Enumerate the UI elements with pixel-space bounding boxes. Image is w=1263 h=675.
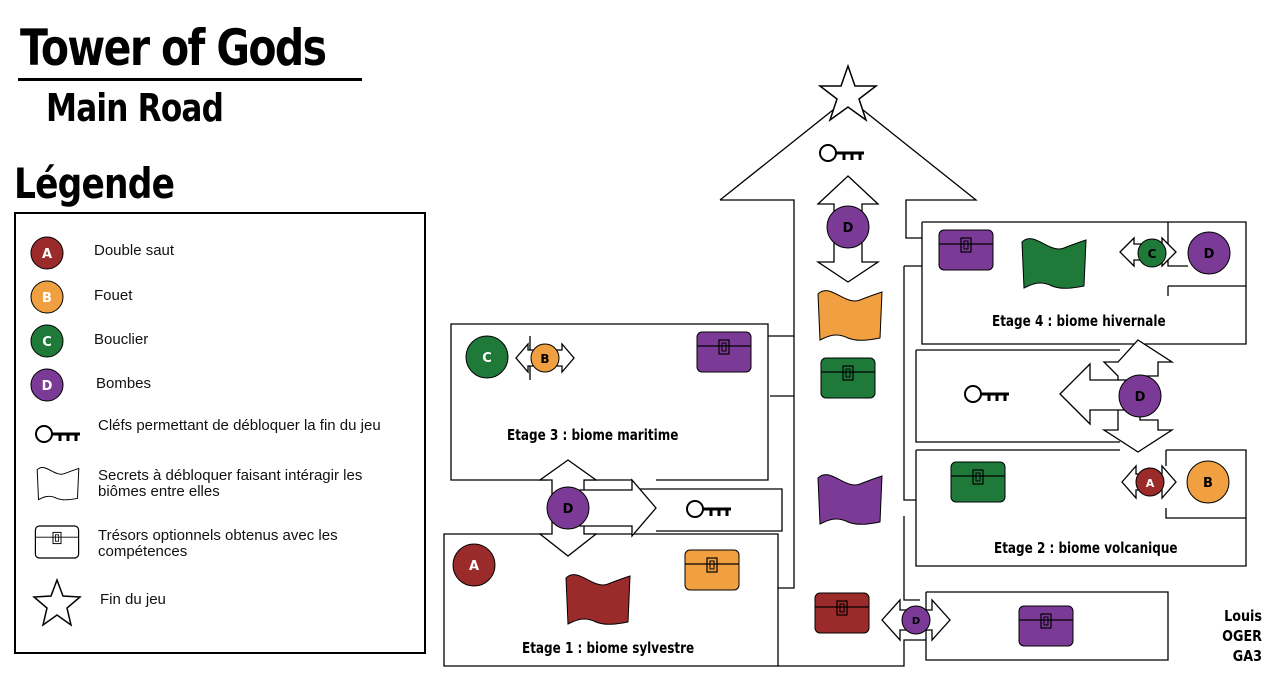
- flag-orange-icon: [817, 290, 883, 341]
- legend-label-whip: Fouet: [94, 287, 133, 304]
- summit-roof: [719, 97, 978, 239]
- chest-red-shaft: [814, 592, 870, 634]
- map-badge-d-bottom: D: [901, 605, 931, 635]
- floor-2-label: Etage 2 : biome volcanique: [994, 539, 1178, 557]
- legend-label-bombs: Bombes: [96, 375, 152, 392]
- map-badge-d-summit: D: [826, 205, 870, 249]
- page-subtitle: Main Road: [46, 86, 224, 130]
- page-title: Tower of Gods: [20, 19, 327, 77]
- author-class: GA3: [1232, 647, 1262, 665]
- floor-3-label: Etage 3 : biome maritime: [507, 426, 679, 444]
- floor-4-label: Etage 4 : biome hivernale: [992, 312, 1166, 330]
- legend-badge-c: C: [30, 324, 64, 358]
- floor-2-room: [915, 449, 1247, 567]
- chest-purple-floor3: [696, 331, 752, 373]
- svg-text:A: A: [469, 559, 479, 574]
- legend-label-treasures: Trésors optionnels obtenus avec les comp…: [98, 527, 338, 560]
- legend-badge-a: A: [30, 236, 64, 270]
- map-badge-c-floor4: C: [1137, 238, 1167, 268]
- svg-text:D: D: [1135, 390, 1146, 405]
- svg-text:D: D: [563, 502, 574, 517]
- chest-green-shaft: [820, 357, 876, 399]
- legend-flag-icon: [36, 466, 80, 501]
- svg-text:D: D: [912, 616, 920, 627]
- map-badge-a-floor2: A: [1135, 467, 1165, 497]
- legend-star-icon: [32, 577, 82, 627]
- chest-purple-bottom: [1018, 605, 1074, 647]
- legend-badge-b: B: [30, 280, 64, 314]
- flag-red-icon: [565, 574, 631, 625]
- floor-1-label: Etage 1 : biome sylvestre: [522, 639, 695, 657]
- author-first-name: Louis: [1224, 607, 1262, 625]
- chest-green-floor2: [950, 461, 1006, 503]
- author-credit: Louis OGER GA3: [1211, 606, 1262, 666]
- title-underline: [18, 78, 362, 81]
- legend-title: Légende: [14, 159, 175, 208]
- svg-text:B: B: [42, 291, 52, 306]
- end-star-icon: [817, 63, 879, 122]
- svg-text:D: D: [843, 221, 854, 236]
- summit-key-icon: [818, 143, 866, 163]
- legend-label-end: Fin du jeu: [100, 591, 166, 608]
- floor-4-room: [921, 221, 1247, 345]
- map-badge-c-floor3: C: [465, 335, 509, 379]
- map-badge-d-floor3: D: [546, 486, 590, 530]
- bottom-right-room: [925, 591, 1169, 661]
- svg-text:A: A: [1146, 477, 1155, 490]
- map-badge-d-middle: D: [1118, 374, 1162, 418]
- middle-key-icon: [963, 384, 1011, 404]
- key-room: [915, 349, 1120, 443]
- legend-label-double-jump: Double saut: [94, 242, 175, 259]
- floor-1-room: [443, 533, 779, 667]
- floor3-key-icon: [685, 499, 733, 519]
- svg-text:C: C: [1148, 247, 1157, 261]
- map-badge-b-floor2: B: [1186, 460, 1230, 504]
- legend-label-secrets: Secrets à débloquer faisant intéragir le…: [98, 467, 363, 500]
- legend-badge-d: D: [30, 368, 64, 402]
- svg-text:D: D: [42, 379, 53, 394]
- chest-orange-floor1: [684, 549, 740, 591]
- author-last-name: OGER: [1222, 627, 1262, 645]
- map-badge-b-floor3: B: [530, 343, 560, 373]
- legend-label-keys: Cléfs permettant de débloquer la fin du …: [98, 417, 381, 434]
- map-badge-d-floor4: D: [1187, 231, 1231, 275]
- svg-text:C: C: [482, 351, 492, 366]
- legend-chest-icon: [34, 525, 80, 559]
- svg-text:B: B: [540, 352, 549, 366]
- svg-text:B: B: [1203, 476, 1213, 491]
- svg-text:C: C: [42, 335, 52, 350]
- svg-text:D: D: [1204, 247, 1215, 262]
- legend-label-shield: Bouclier: [94, 331, 149, 348]
- chest-purple-floor4: [938, 229, 994, 271]
- map-badge-a-floor1: A: [452, 543, 496, 587]
- flag-green-icon: [1021, 238, 1087, 289]
- flag-purple-icon: [817, 474, 883, 525]
- svg-text:A: A: [42, 247, 52, 262]
- legend-box: [14, 212, 426, 654]
- legend-key-icon: [34, 424, 82, 444]
